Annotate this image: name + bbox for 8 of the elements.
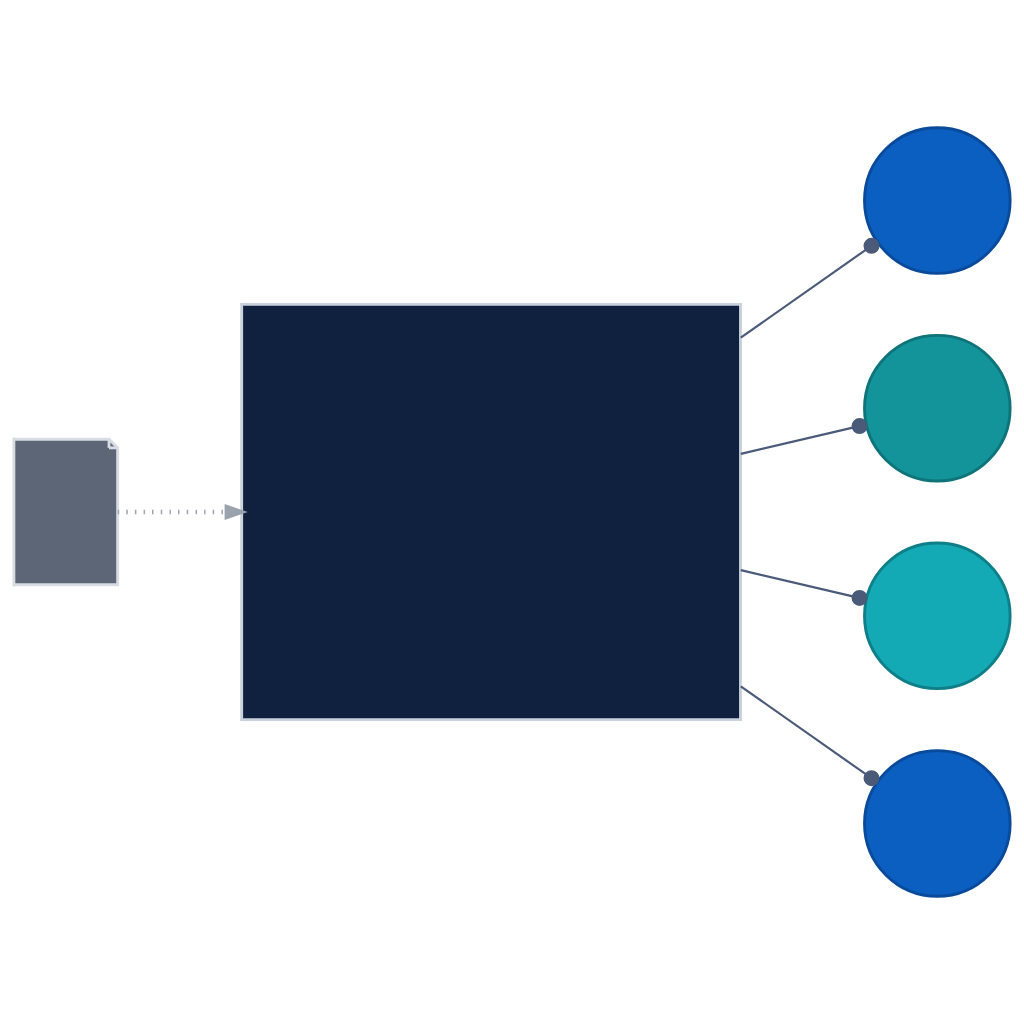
arrow	[117, 503, 248, 521]
node-circle	[863, 541, 1012, 691]
connector	[740, 569, 868, 606]
connector	[740, 685, 880, 787]
node-window	[240, 302, 742, 722]
node-circle	[863, 333, 1012, 483]
connector	[740, 418, 868, 455]
connector	[740, 237, 880, 339]
